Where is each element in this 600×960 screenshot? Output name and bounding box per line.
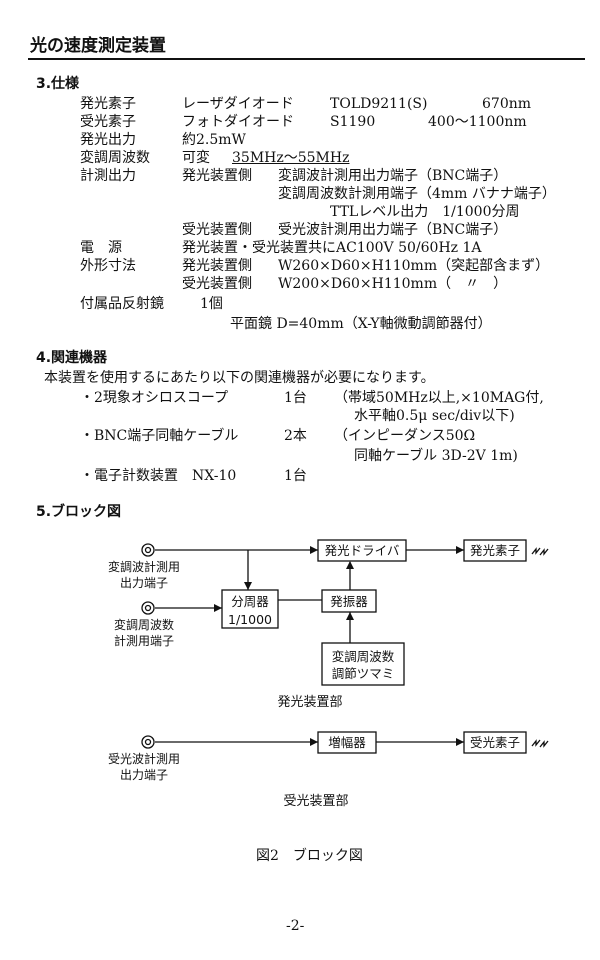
spec-value: 受光装置側 xyxy=(182,222,252,238)
unit-label: 発光装置部 xyxy=(277,695,342,710)
emitter-box xyxy=(463,539,527,562)
section-4-intro: 本装置を使用するにあたり以下の関連機器が必要になります。 xyxy=(44,370,435,386)
spec-value: 変調周波数計測用端子（4mm バナナ端子） xyxy=(278,186,556,202)
receiver-box xyxy=(463,731,527,754)
terminal-label: 計測用端子 xyxy=(114,633,174,648)
spec-value: 35MHz～55MHz xyxy=(232,150,350,166)
amplifier-box xyxy=(317,731,377,754)
spec-value: フォトダイオード xyxy=(182,114,294,130)
arrow-head xyxy=(214,604,222,612)
section-4-heading: 4.関連機器 xyxy=(36,350,108,366)
equipment-qty: 1台 xyxy=(284,468,307,484)
spec-value: TOLD9211(S) xyxy=(330,96,428,112)
section-3-heading: 3.仕様 xyxy=(36,76,80,92)
equipment-name: ・BNC端子同軸ケーブル xyxy=(80,428,239,444)
oscillator-label: 発振器 xyxy=(330,594,368,609)
section-5-heading: 5.ブロック図 xyxy=(36,504,122,520)
amplifier-label: 増幅器 xyxy=(328,735,366,750)
spec-label: 外形寸法 xyxy=(80,258,136,274)
arrow-head xyxy=(456,546,464,554)
spec-value: レーザダイオード xyxy=(182,96,294,112)
driver-box xyxy=(317,539,407,562)
spec-value: S1190 xyxy=(330,114,376,130)
spec-value: 発光装置側 xyxy=(182,258,252,274)
spec-label: 発光素子 xyxy=(80,96,136,112)
spec-value: 受光装置側 xyxy=(182,276,252,292)
equipment-qty: 1台 xyxy=(284,390,307,406)
equipment-note: 水平軸0.5μ sec/div以下) xyxy=(354,408,515,424)
equipment-note: 同軸ケーブル 3D-2V 1m) xyxy=(354,448,518,464)
terminal-icon xyxy=(141,543,155,557)
spec-label: 計測出力 xyxy=(80,168,136,184)
terminal-label: 変調波計測用 xyxy=(108,559,180,574)
spec-value: 平面鏡 D=40mm（X-Y軸微動調節器付） xyxy=(230,316,492,332)
spec-value: 可変 xyxy=(182,150,210,166)
spec-value: 受光波計測用出力端子（BNC端子） xyxy=(278,222,508,238)
equipment-note: （インピーダンス50Ω xyxy=(334,428,476,444)
terminal-icon xyxy=(141,735,155,749)
terminal-label: 変調周波数 xyxy=(114,617,174,632)
divider-ratio: 1/1000 xyxy=(228,612,272,627)
terminal-label: 受光波計測用 xyxy=(108,751,180,766)
spec-value: 400～1100nm xyxy=(428,114,527,130)
emitter-label: 発光素子 xyxy=(470,543,520,558)
arrow-head xyxy=(346,561,354,569)
driver-label: 発光ドライバ xyxy=(325,543,400,558)
spec-value: 発光装置・受光装置共にAC100V 50/60Hz 1A xyxy=(182,240,482,256)
equipment-name: ・2現象オシロスコープ xyxy=(80,390,229,406)
oscillator-box xyxy=(321,589,377,613)
receiver-label: 受光素子 xyxy=(470,735,520,750)
knob-box xyxy=(321,642,405,686)
knob-label: 調節ツマミ xyxy=(332,666,395,681)
divider-label: 分周器 xyxy=(231,594,269,609)
divider-box xyxy=(221,589,279,629)
terminal-label: 出力端子 xyxy=(120,576,168,590)
equipment-name: ・電子計数装置 NX-10 xyxy=(80,468,237,484)
spec-value: W260×D60×H110mm（突起部含まず） xyxy=(278,258,550,274)
light-emission-icon xyxy=(531,547,549,556)
equipment-note: （帯域50MHz以上,×10MAG付, xyxy=(334,390,544,406)
arrow-head xyxy=(346,612,354,620)
spec-value: 変調波計測用出力端子（BNC端子） xyxy=(278,168,508,184)
light-reception-icon xyxy=(531,739,549,748)
arrow-head xyxy=(310,546,318,554)
header-rule xyxy=(28,58,585,60)
knob-label: 変調周波数 xyxy=(332,649,395,664)
spec-value: W200×D60×H110mm（ 〃 ） xyxy=(278,276,508,292)
terminal-icon xyxy=(141,601,155,615)
spec-value: 約2.5mW xyxy=(182,132,246,148)
spec-value: TTLレベル出力 1/1000分周 xyxy=(330,204,520,220)
spec-label: 電 源 xyxy=(80,240,122,256)
terminal-label: 出力端子 xyxy=(120,768,168,782)
page-title: 光の速度測定装置 xyxy=(30,36,166,56)
spec-value: 発光装置側 xyxy=(182,168,252,184)
spec-label: 変調周波数 xyxy=(80,150,150,166)
equipment-qty: 2本 xyxy=(284,428,307,444)
page-number: -2- xyxy=(286,918,305,934)
spec-label: 発光出力 xyxy=(80,132,136,148)
spec-value: 670nm xyxy=(482,96,532,112)
spec-label: 付属品反射鏡 xyxy=(80,296,164,312)
figure-caption: 図2 ブロック図 xyxy=(256,848,363,864)
spec-label: 受光素子 xyxy=(80,114,136,130)
unit-label: 受光装置部 xyxy=(283,794,348,809)
arrow-head xyxy=(310,738,318,746)
arrow-head xyxy=(244,582,252,590)
spec-value: 1個 xyxy=(200,296,223,312)
arrow-head xyxy=(456,738,464,746)
